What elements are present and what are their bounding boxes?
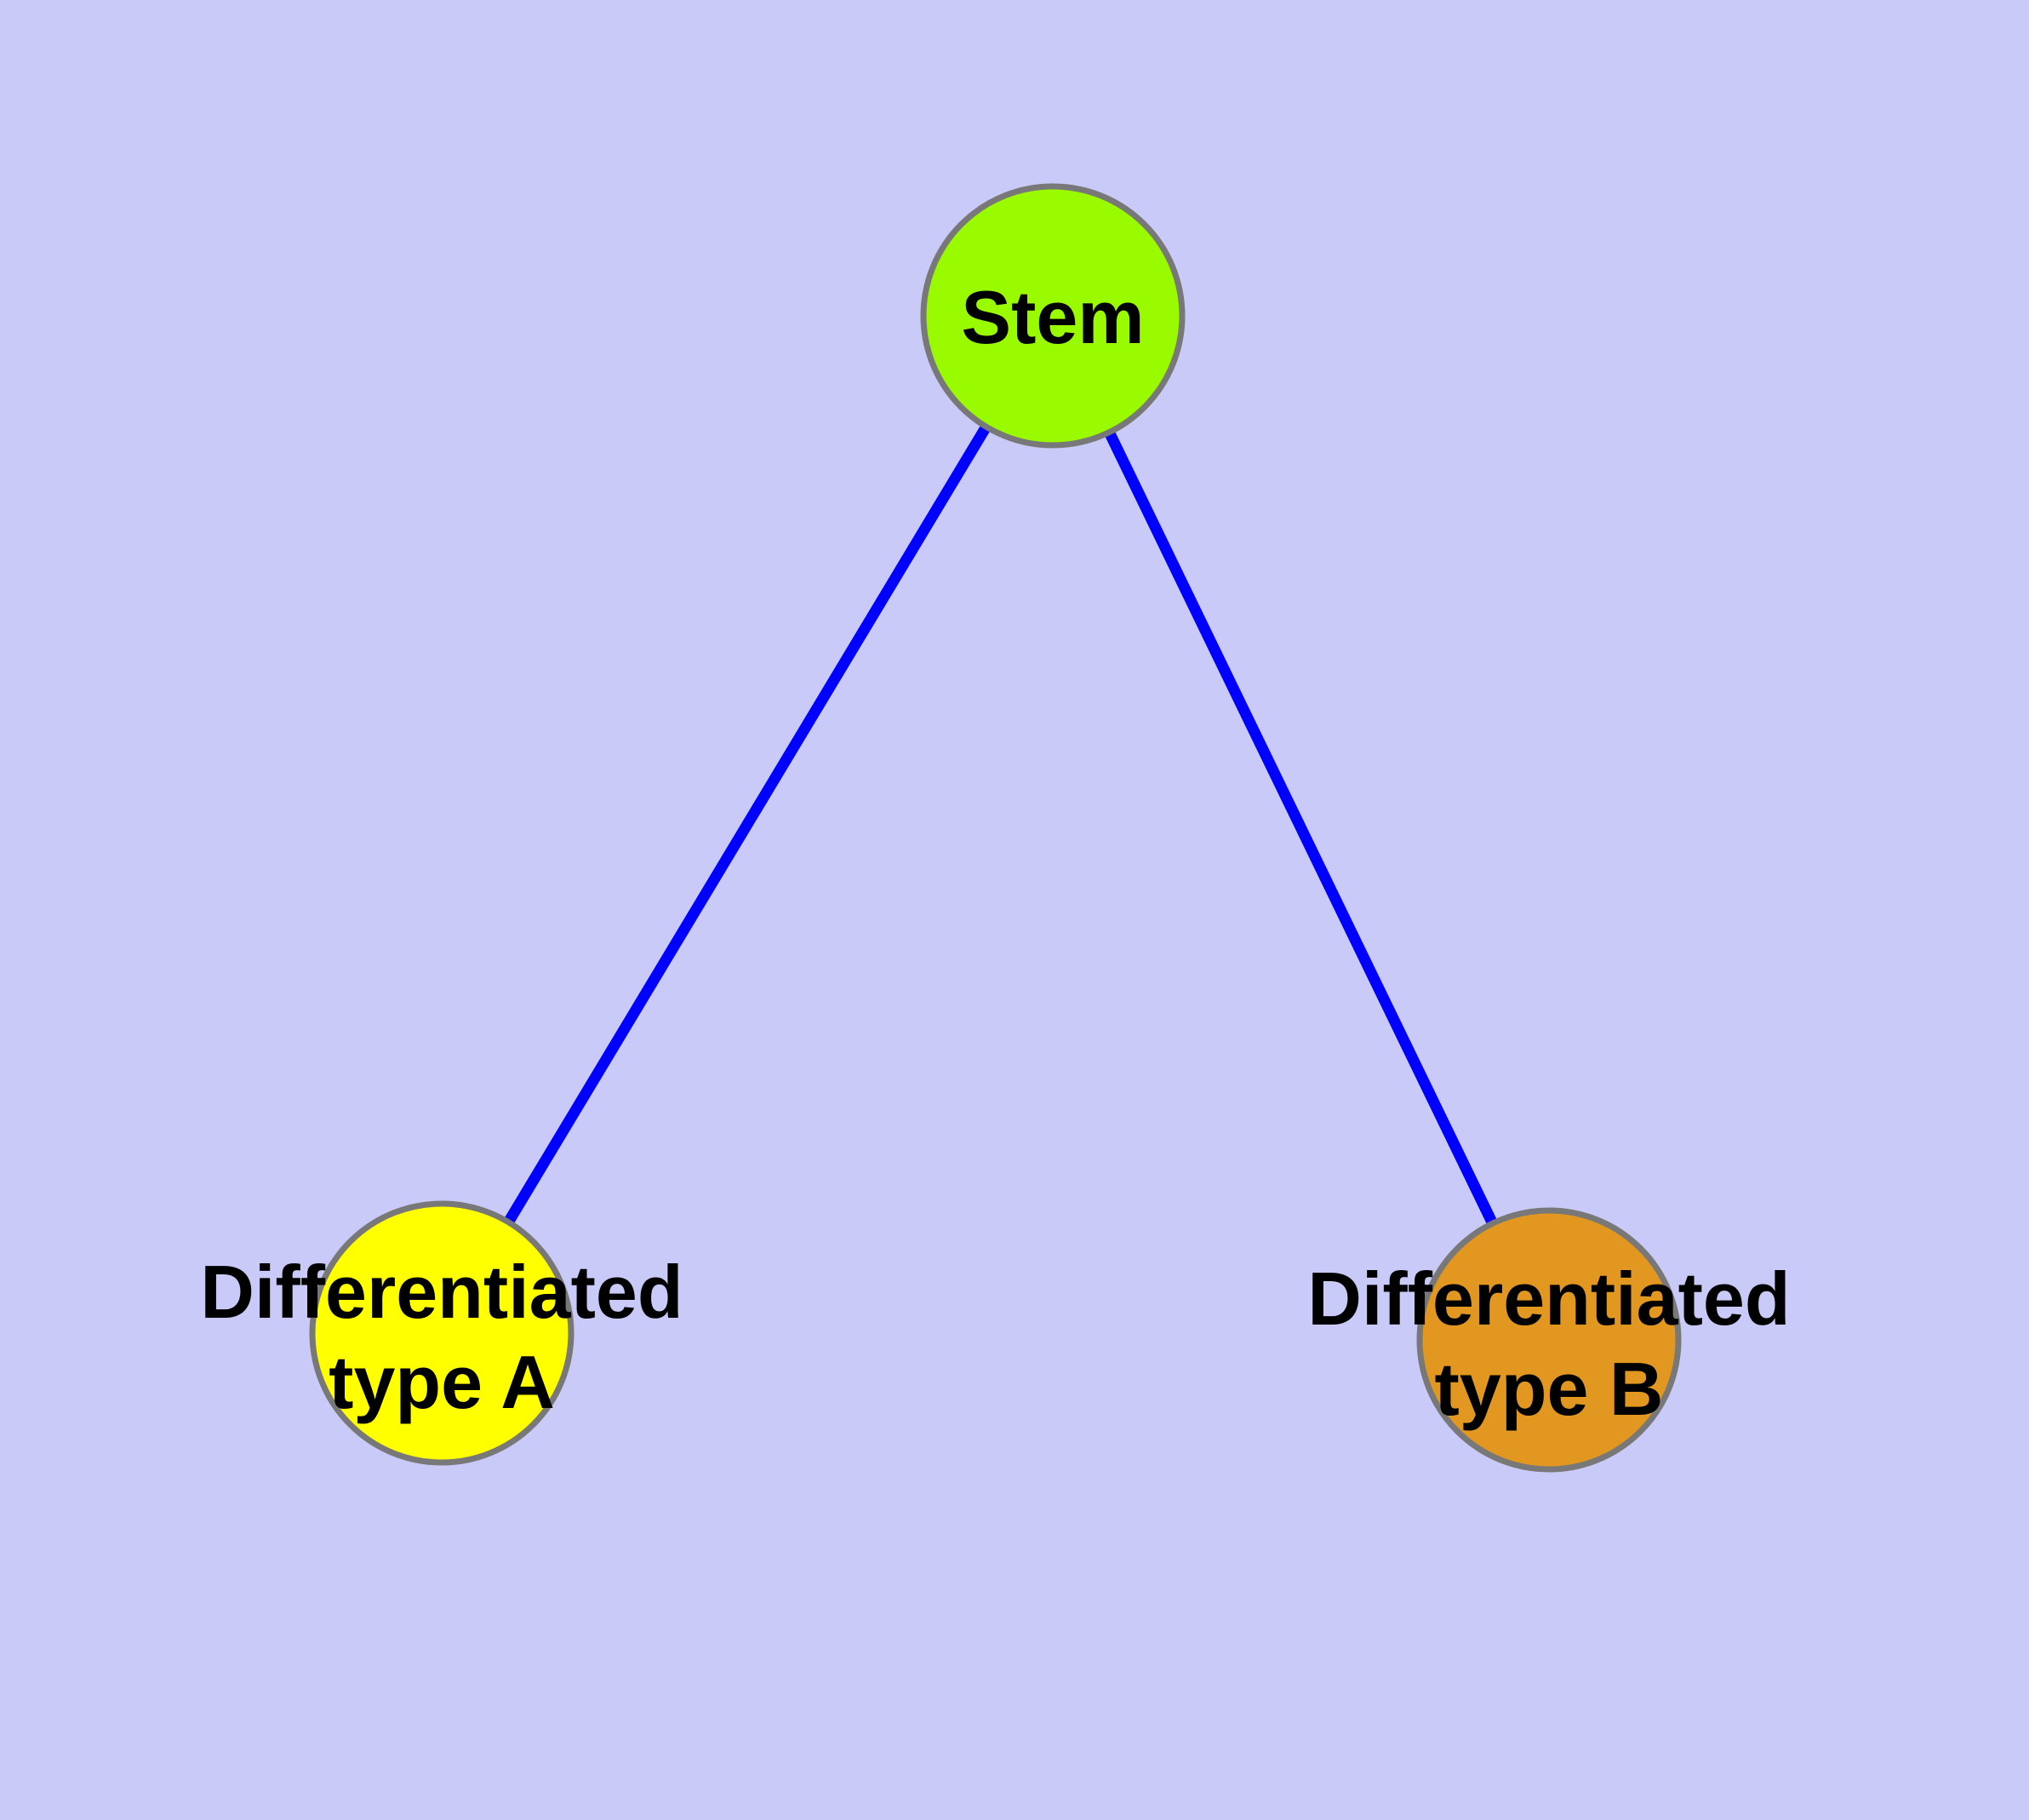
node-stem-label: Stem [961, 275, 1144, 359]
node-stem [920, 183, 1186, 449]
node-differentiated-type-b-label-line2: type B [1435, 1347, 1664, 1431]
node-differentiated-type-b [1416, 1207, 1682, 1473]
node-differentiated-type-a [309, 1200, 574, 1466]
node-differentiated-type-a-label-line2: type A [329, 1340, 555, 1424]
node-differentiated-type-a-label-line1: Differentiated [200, 1250, 683, 1334]
edge-stem-to-type-a [437, 312, 1058, 1336]
node-differentiated-type-b-label-line1: Differentiated [1307, 1256, 1790, 1341]
edge-stem-to-type-b [1048, 313, 1554, 1342]
